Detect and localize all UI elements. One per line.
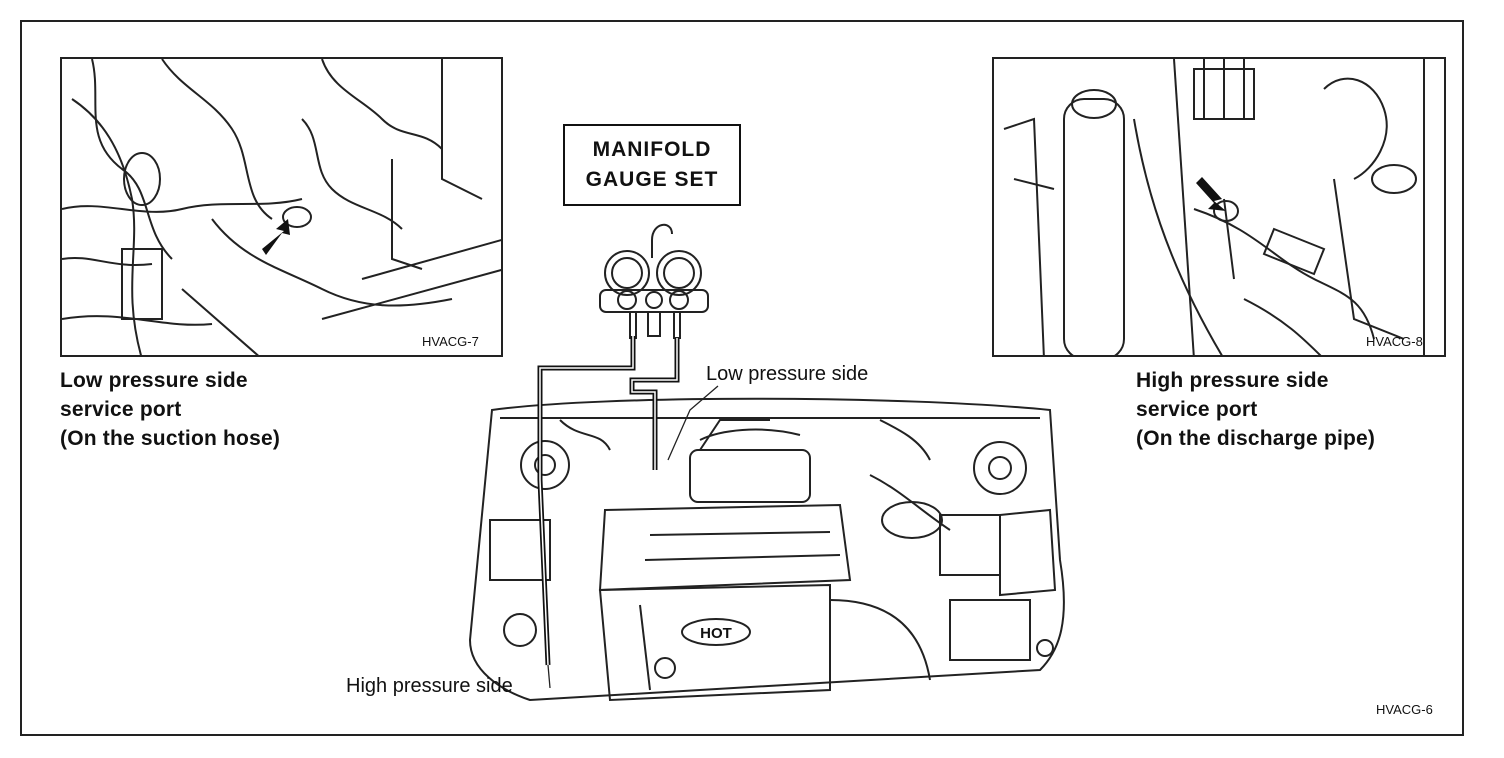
figure-frame — [20, 20, 1464, 736]
inset-figure-code: HVACG-7 — [422, 334, 479, 349]
high-pressure-side-label: High pressure side — [346, 675, 513, 697]
inset-figure-code: HVACG-8 — [1366, 334, 1423, 349]
high-pressure-port-inset: HVACG-8 — [992, 57, 1446, 357]
low-pressure-port-caption: Low pressure side service port (On the s… — [60, 369, 281, 450]
arrow-icon — [262, 219, 290, 255]
low-pressure-port-illustration — [62, 59, 501, 355]
low-pressure-port-inset: HVACG-7 — [60, 57, 503, 357]
high-pressure-port-illustration — [1003, 59, 1425, 355]
low-pressure-side-label: Low pressure side — [706, 363, 869, 385]
arrow-icon — [1196, 177, 1226, 211]
main-figure-code: HVACG-6 — [1376, 702, 1433, 717]
manifold-gauge-set-title: MANIFOLD GAUGE SET — [563, 124, 741, 206]
high-pressure-port-caption: High pressure side service port (On the … — [1136, 369, 1376, 450]
